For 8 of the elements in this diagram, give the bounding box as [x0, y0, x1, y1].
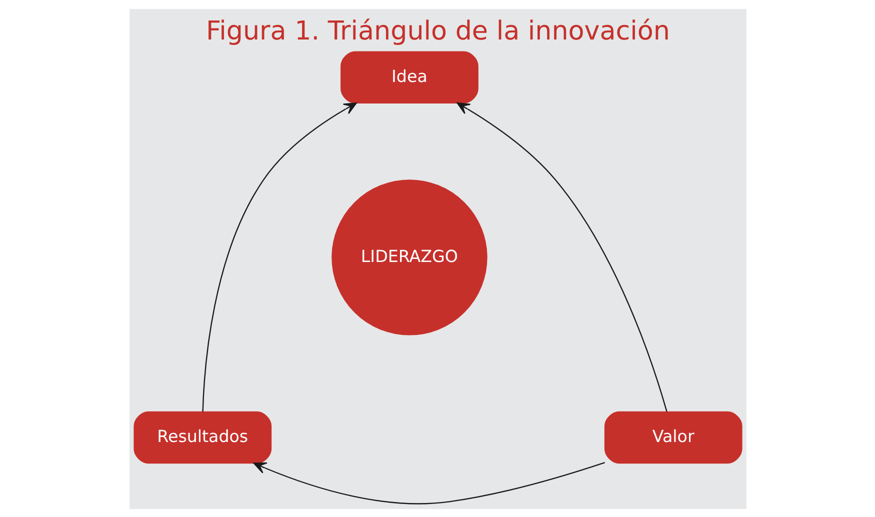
node-box: Resultados [133, 410, 272, 464]
node-box: Idea [340, 50, 478, 103]
arrow [456, 102, 667, 412]
diagram-title: Figura 1. Triángulo de la innovación [206, 16, 670, 46]
node-box: Valor [604, 410, 742, 464]
node-circle: LIDERAZGO [331, 179, 487, 335]
arrow [202, 102, 356, 412]
arrow [252, 461, 604, 504]
